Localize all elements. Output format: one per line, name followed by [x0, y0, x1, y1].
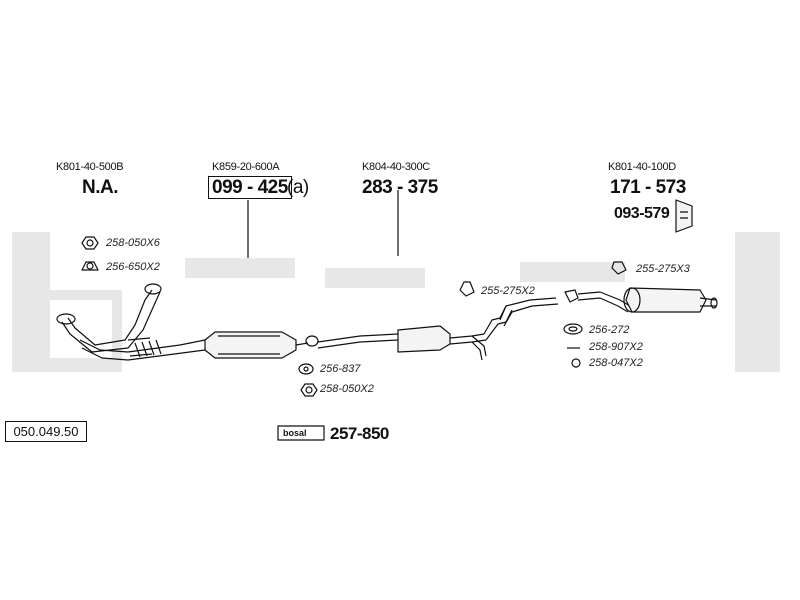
accessory-label[interactable]: 258-907X2 [589, 341, 643, 353]
catalyst-shape [204, 331, 309, 359]
part-number-catalyst-suffix: (a) [287, 177, 309, 198]
part-number-front-pipe[interactable]: N.A. [82, 177, 119, 198]
part-number-rear-bracket[interactable]: 093-579 [614, 205, 670, 222]
accessory-label[interactable]: 256-837 [320, 363, 361, 375]
part-number-rear-muffler[interactable]: 171 - 573 [610, 177, 686, 198]
accessory-label[interactable]: 258-050X2 [320, 383, 374, 395]
catalog-number-box: 050.049.50 [5, 421, 87, 442]
accessory-label[interactable]: 256-650X2 [106, 261, 160, 273]
accessory-label[interactable]: 258-050X6 [106, 237, 160, 249]
accessory-label[interactable]: 255-275X2 [481, 285, 535, 297]
center-muffler-shape [305, 297, 559, 361]
part-number-center-muffler[interactable]: 283 - 375 [362, 177, 438, 198]
accessory-label[interactable]: 255-275X3 [636, 263, 690, 275]
accessory-label[interactable]: 258-047X2 [589, 357, 643, 369]
rear-muffler-shape [564, 287, 718, 313]
part-number-mounting-kit[interactable]: 257-850 [330, 424, 389, 443]
oem-number-center-muffler: K804-40-300C [362, 161, 430, 173]
front-pipe-shape [56, 283, 206, 361]
part-number-catalyst[interactable]: 099 - 425 [208, 176, 292, 199]
accessory-icons [81, 199, 693, 441]
kit-logo: bosal [283, 428, 307, 438]
oem-number-catalyst: K859-20-600A [212, 161, 280, 173]
accessory-label[interactable]: 256-272 [589, 324, 630, 336]
oem-number-rear-muffler: K801-40-100D [608, 161, 676, 173]
oem-number-front-pipe: K801-40-500B [56, 161, 124, 173]
